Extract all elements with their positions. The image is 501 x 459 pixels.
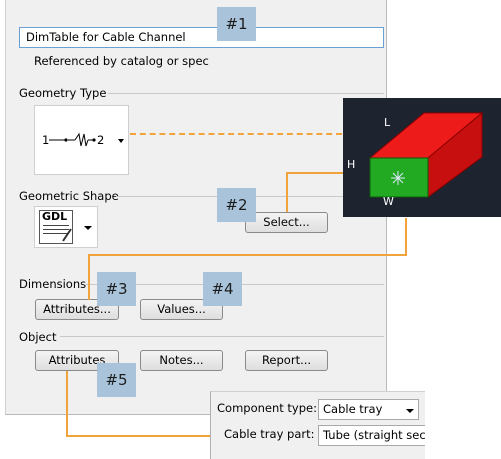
gdl-shape-picker[interactable]: GDL [34, 206, 98, 248]
length-axis-label: L [384, 116, 391, 129]
geometry-type-divider [108, 93, 384, 94]
cable-tray-part-value: Tube (straight secti [323, 428, 425, 442]
height-connector-horizontal [286, 172, 367, 174]
pencil-icon [62, 228, 72, 242]
geometry-type-heading: Geometry Type [19, 86, 107, 100]
shape-preview: L H W [343, 98, 501, 217]
width-axis-label: W [383, 195, 394, 208]
cable-symbol-icon [49, 132, 124, 147]
width-connector-drop [88, 254, 90, 300]
cable-tray-box-icon [368, 111, 484, 198]
object-heading: Object [19, 330, 57, 344]
select-shape-button[interactable]: Select... [245, 212, 328, 233]
height-axis-label: H [347, 158, 356, 171]
dimtable-name-value: DimTable for Cable Channel [26, 30, 186, 44]
callout-5: #5 [97, 363, 136, 397]
chevron-down-icon [406, 409, 414, 413]
geometry-connector-line [130, 133, 342, 135]
callout-3: #3 [97, 272, 136, 306]
symbol-left-number: 1 [42, 133, 50, 147]
cable-tray-part-field[interactable]: Tube (straight secti [318, 425, 425, 446]
referenced-label: Referenced by catalog or spec [34, 54, 209, 68]
callout-4: #4 [203, 272, 242, 306]
notes-button[interactable]: Notes... [140, 350, 223, 371]
width-connector-vertical [405, 218, 407, 255]
callout-2: #2 [217, 188, 256, 222]
dimensions-values-button[interactable]: Values... [140, 299, 223, 320]
width-connector-horizontal [88, 254, 407, 256]
geometry-type-picker[interactable]: 1 2 [34, 105, 129, 175]
chevron-down-icon [84, 226, 92, 230]
geometric-shape-heading: Geometric Shape [19, 189, 119, 203]
height-connector-vertical [286, 172, 288, 212]
callout-1: #1 [217, 7, 256, 41]
component-type-select[interactable]: Cable tray [318, 399, 419, 420]
component-type-value: Cable tray [323, 402, 383, 416]
dimtable-name-field[interactable]: DimTable for Cable Channel [19, 27, 384, 48]
gdl-document-icon: GDL [39, 210, 73, 244]
dimensions-attributes-button[interactable]: Attributes... [35, 299, 119, 320]
component-type-label: Component type: [217, 401, 317, 415]
cable-tray-part-label: Cable tray part: [224, 427, 315, 441]
attributes-connector-vertical [66, 371, 68, 437]
component-properties-panel: Component type: Cable tray Cable tray pa… [210, 391, 425, 459]
object-divider [60, 336, 384, 337]
report-button[interactable]: Report... [245, 350, 328, 371]
symbol-right-number: 2 [97, 133, 105, 147]
dimensions-heading: Dimensions [19, 277, 87, 291]
attributes-connector-horizontal [66, 435, 216, 437]
